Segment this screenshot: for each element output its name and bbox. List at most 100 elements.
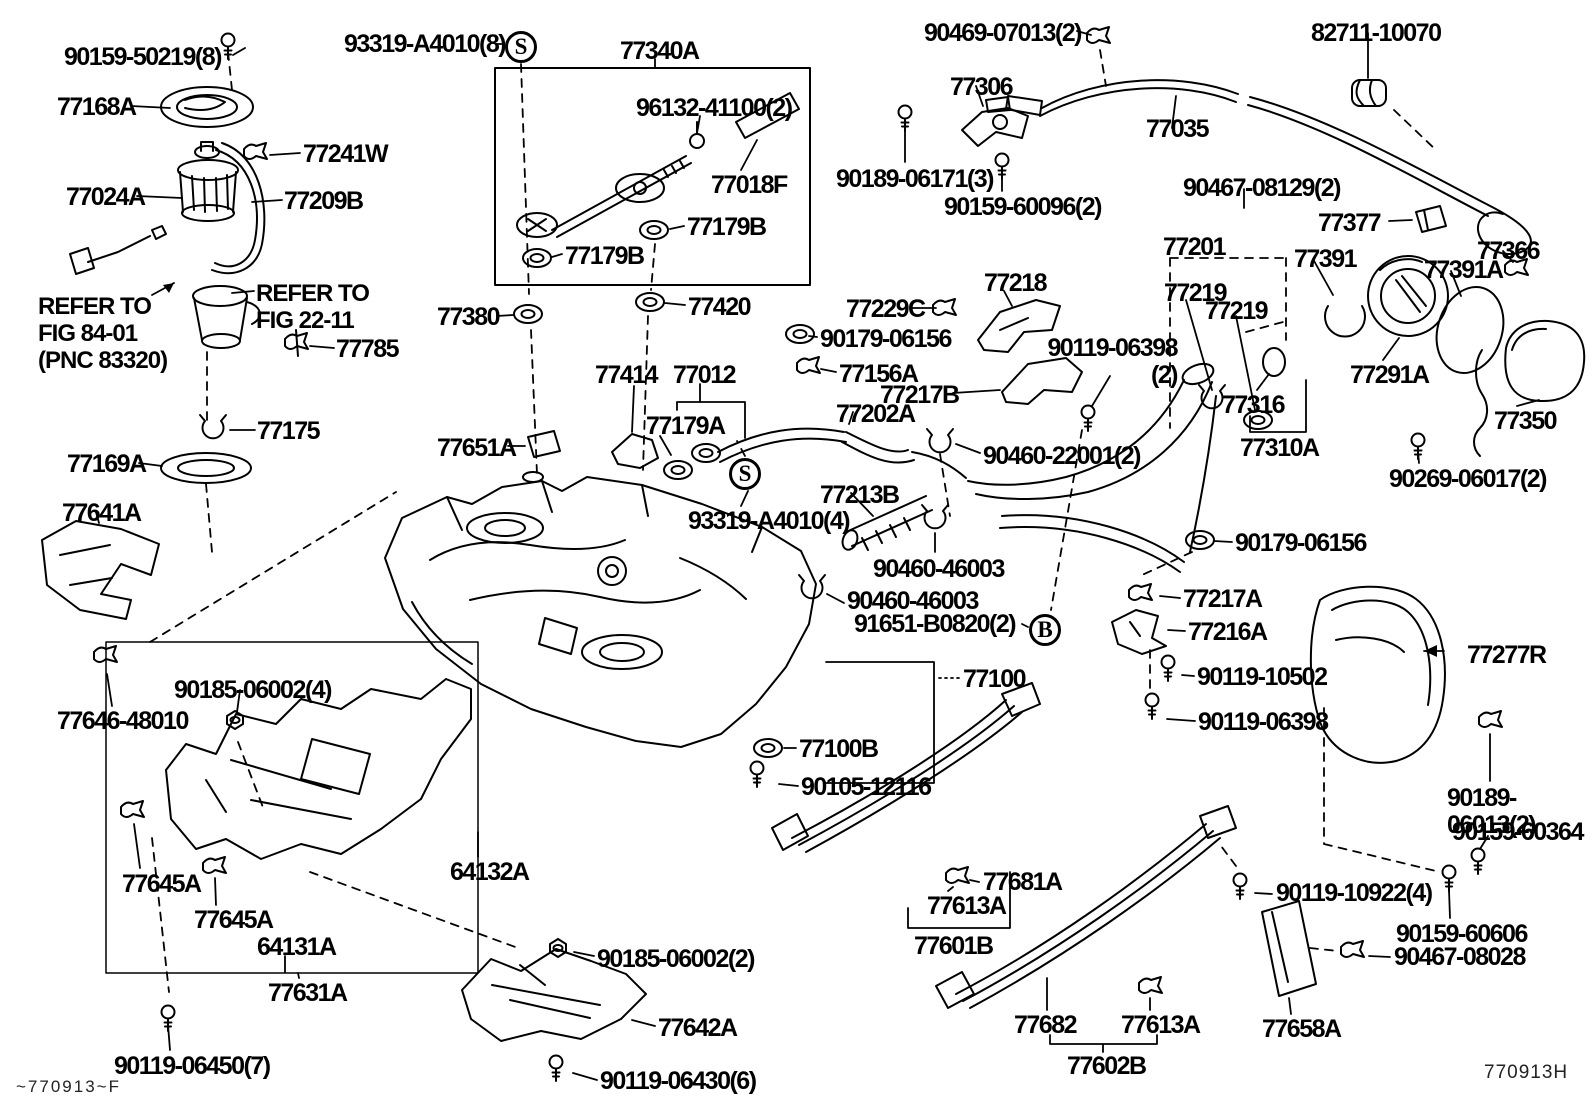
part-label: 91651-B0820(2) [854,610,1017,638]
callout-s-icon: S [729,458,761,490]
part-label: 90159-60606 [1396,920,1528,948]
part-label: 77641A [62,499,142,527]
part-label: 77175 [257,417,321,445]
tube-set-box-drawing [494,67,811,286]
part-label: 77642A [658,1014,738,1042]
part-label: 90189-06171(3) [836,165,994,193]
part-label: 77179A [646,412,726,440]
fuel-tank-drawing [384,471,817,748]
part-label: 77179B [565,242,645,270]
part-label: 93319-A4010(4) [688,507,851,535]
part-label: 90460-46003 [873,555,1005,583]
part-label: 90105-12116 [801,773,932,801]
protector-drawing [1261,585,1446,997]
part-label: 77310A [1240,434,1320,462]
callout-s-icon: S [505,31,537,63]
part-label: 77217A [1183,585,1263,613]
part-label: 96132-41100(2) [636,94,793,122]
part-label: 77316 [1222,391,1286,419]
heat-shield-drawing [41,520,647,1042]
part-label: 77179B [687,213,767,241]
drawing-code-left: ~770913~F [16,1077,121,1096]
part-label: 64131A [257,933,337,961]
part-label: 90159-60096(2) [944,193,1102,221]
dashed-alignment-lines [149,49,1441,993]
bracket-parts-drawing [977,299,1167,655]
part-label: 77100B [799,735,879,763]
part-label: 77377 [1318,209,1382,237]
part-label: 77420 [688,293,752,321]
part-label: 77241W [303,140,389,168]
part-label: 90119-10502 [1197,663,1328,691]
part-label: 77018F [711,171,788,199]
part-label: 77100 [963,665,1027,693]
part-label: 77414 [595,361,659,389]
part-label: 77380 [437,303,501,331]
part-label: 82711-10070 [1311,19,1442,47]
pump-assembly-drawing [69,86,299,484]
part-label: 90269-06017(2) [1389,465,1547,493]
part-label: 77156A [839,360,919,388]
part-label: 77340A [620,37,700,65]
part-label: 77681A [983,868,1063,896]
drawing-code-right: 770913H [1484,1062,1569,1083]
part-label: 77217B [880,381,960,409]
part-label: 90179-06156 [1235,529,1367,557]
part-label: 90460-22001(2) [983,442,1141,470]
refer-note-fig-84-01: REFER TO FIG 84-01 (PNC 83320) [38,293,168,374]
part-label: 77024A [66,183,146,211]
part-label: 77645A [122,870,202,898]
callout-b-icon: B [1029,614,1061,646]
part-label: 90179-06156 [820,325,952,353]
part-label: 77213B [820,481,900,509]
part-label: 90119-06450(7) [114,1052,271,1080]
part-label: 90185-06002(2) [597,945,755,973]
part-label: 77366 [1477,237,1541,265]
part-label: 77216A [1188,618,1268,646]
part-label: 93319-A4010(8) [344,30,507,58]
part-label: 77218 [984,269,1048,297]
part-label: 90119-06398 (2) [1047,334,1179,389]
part-label: 77202A [836,400,916,428]
part-label: 77291A [1350,361,1430,389]
part-label: 90119-06430(6) [600,1067,757,1095]
refer-note-fig-22-11: REFER TO FIG 22-11 [256,280,370,334]
part-label: 77631A [268,979,348,1007]
part-label: 90159-60364 [1452,818,1584,846]
part-label: 77035 [1146,115,1210,143]
part-label: 77682 [1014,1011,1078,1039]
part-label: 77613A [927,892,1007,920]
part-label: 90185-06002(4) [174,676,332,704]
part-label: 77613A [1121,1011,1201,1039]
part-label: 90469-07013(2) [924,19,1082,47]
part-label: 77658A [1262,1015,1342,1043]
fuel-cap-drawing [1324,255,1586,457]
part-label: 77645A [194,906,274,934]
part-label: 77601B [914,932,994,960]
part-label: 77012 [673,361,737,389]
part-label: 77219 [1205,297,1269,325]
cable-drawing [961,79,1532,255]
part-label: 64132A [450,858,530,886]
part-label: 77229C [846,295,926,323]
filler-pipe-drawing [527,347,1286,573]
part-label: 90189-06013(2) [1447,784,1537,839]
part-label: 77391A [1424,256,1504,284]
leader-lines [95,30,1540,1081]
part-label: 77219 [1164,279,1228,307]
part-label: 90467-08129(2) [1183,174,1341,202]
part-label: 77209B [284,187,364,215]
part-label: 90119-10922(4) [1276,879,1433,907]
part-label: 90467-08028 [1394,943,1526,971]
part-label: 77306 [950,73,1014,101]
part-label: 90460-46003 [847,587,979,615]
part-label: 77201 [1163,233,1227,261]
part-label: 77646-48010 [57,707,189,735]
part-label: 77785 [336,335,400,363]
part-label: 77391 [1294,245,1358,273]
part-label: 77169A [67,450,147,478]
part-label: 77350 [1494,407,1558,435]
part-label: 77277R [1467,641,1547,669]
